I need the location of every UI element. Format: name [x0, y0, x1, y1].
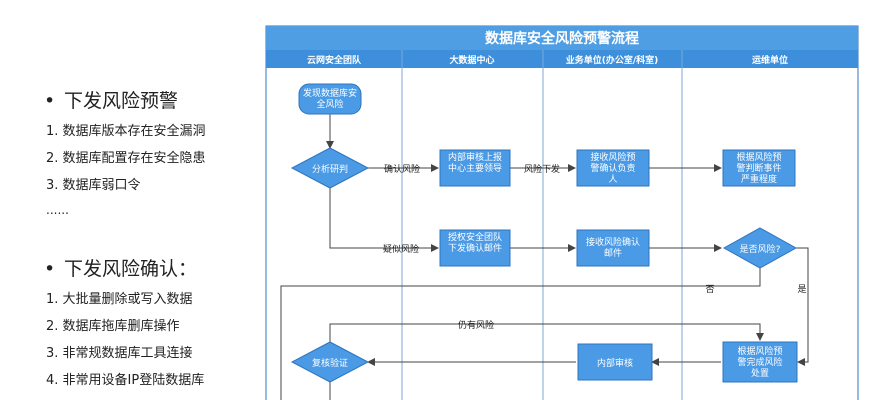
section1-item: 2. 数据库配置存在安全隐患	[46, 151, 206, 166]
node-internal-review2	[577, 343, 653, 381]
bullet-icon: •	[44, 258, 56, 280]
lane-header-bigdata: 大数据中心	[449, 54, 494, 66]
node-ops-judge-line: 根据风险预	[736, 151, 781, 163]
node-ops-complete-line-cont: 警完成风险	[737, 356, 782, 368]
section1-item: 3. 数据库弱口令	[46, 178, 141, 193]
node-analyze-label: 分析研判	[312, 163, 348, 175]
node-is-risk-label: 是否风险?	[740, 243, 781, 255]
lane-header-ops: 运维单位	[752, 54, 788, 66]
node-internal-review-line: 内部审核上报	[448, 151, 502, 163]
node-internal-review	[439, 149, 511, 187]
section1-heading: • 下发风险预警	[44, 86, 178, 113]
node-receive-confirm-label: 接收风险确认邮件	[586, 236, 640, 259]
lane-header-security: 云网安全团队	[307, 54, 362, 66]
node-discover-label: 发现数据库安全风险	[303, 87, 357, 110]
node-ops-complete-line: 根据风险预	[737, 345, 782, 357]
node-authorize-label: 授权安全团队下发确认邮件	[448, 231, 502, 254]
edge-label-issue-risk: 风险下发	[524, 163, 560, 175]
section1-title: 下发风险预警	[64, 90, 179, 112]
node-analyze	[290, 147, 370, 189]
node-ops-judge	[722, 149, 796, 187]
edge-label-no: 否	[705, 284, 714, 295]
flowchart-title-bar	[266, 26, 858, 50]
node-receive-warning-line: 接收风险预	[590, 151, 635, 163]
section1-item: 1. 数据库版本存在安全漏洞	[46, 124, 206, 139]
node-authorize	[439, 229, 511, 267]
edge-analyze-authorize	[329, 188, 439, 252]
bullet-icon: •	[44, 90, 56, 112]
section2-title: 下发风险确认：	[64, 258, 198, 280]
node-receive-confirm-line: 接收风险确认	[586, 236, 640, 248]
node-authorize-line: 授权安全团队	[448, 231, 502, 243]
section2-item: 3. 非常规数据库工具连接	[46, 346, 193, 361]
node-discover-line-cont: 全风险	[316, 98, 343, 110]
edge-label-suspect-risk: 疑似风险	[383, 243, 419, 255]
node-discover-line: 发现数据库安	[303, 87, 357, 99]
node-internal-review-line-cont: 中心主要领导	[448, 162, 502, 174]
node-receive-warning-line-cont: 人	[608, 174, 617, 185]
section2-item: 1. 大批量删除或写入数据	[46, 292, 193, 307]
node-ops-judge-line-cont: 警判断事件	[736, 162, 781, 174]
section1-ellipsis: ......	[46, 203, 69, 217]
node-authorize-line-cont: 下发确认邮件	[448, 242, 502, 254]
node-recheck-label: 复核验证	[312, 357, 348, 369]
edge-label-yes: 是	[797, 284, 806, 295]
edge-still-risk	[329, 323, 764, 342]
edge-label-confirm-risk: 确认风险	[384, 163, 420, 175]
section2-heading: • 下发风险确认：	[44, 254, 197, 281]
left-panel: • 下发风险预警 1. 数据库版本存在安全漏洞 2. 数据库配置存在安全隐患 3.…	[0, 0, 262, 400]
node-receive-warning-line-cont: 警确认负责	[590, 162, 635, 174]
node-recheck	[290, 341, 370, 383]
node-ops-judge-line-cont: 严重程度	[741, 173, 777, 185]
node-internal-review2-label: 内部审核	[597, 357, 633, 369]
node-ops-judge-label: 根据风险预警判断事件严重程度	[736, 151, 781, 185]
edge-label-still-risk: 仍有风险	[458, 319, 494, 331]
node-internal-review-label: 内部审核上报中心主要领导	[448, 151, 502, 174]
section2-item: 2. 数据库拖库删库操作	[46, 319, 180, 334]
lane-header-business: 业务单位(办公室/科室)	[566, 54, 659, 66]
node-ops-complete	[722, 341, 798, 383]
edge-yes	[796, 247, 809, 366]
flowchart-title: 数据库安全风险预警流程	[485, 30, 639, 47]
node-ops-complete-label: 根据风险预警完成风险处置	[737, 345, 782, 379]
edge-no	[280, 268, 761, 400]
lane-header-bar	[266, 50, 858, 68]
node-discover	[298, 83, 362, 115]
node-is-risk	[722, 227, 798, 269]
node-receive-warning	[576, 149, 650, 187]
node-receive-confirm	[576, 229, 650, 267]
node-ops-complete-line-cont: 处置	[751, 367, 769, 379]
node-receive-warning-label: 接收风险预警确认负责人	[590, 151, 635, 185]
section2-item: 4. 非常用设备IP登陆数据库	[46, 373, 205, 388]
node-receive-confirm-line-cont: 邮件	[604, 247, 622, 259]
